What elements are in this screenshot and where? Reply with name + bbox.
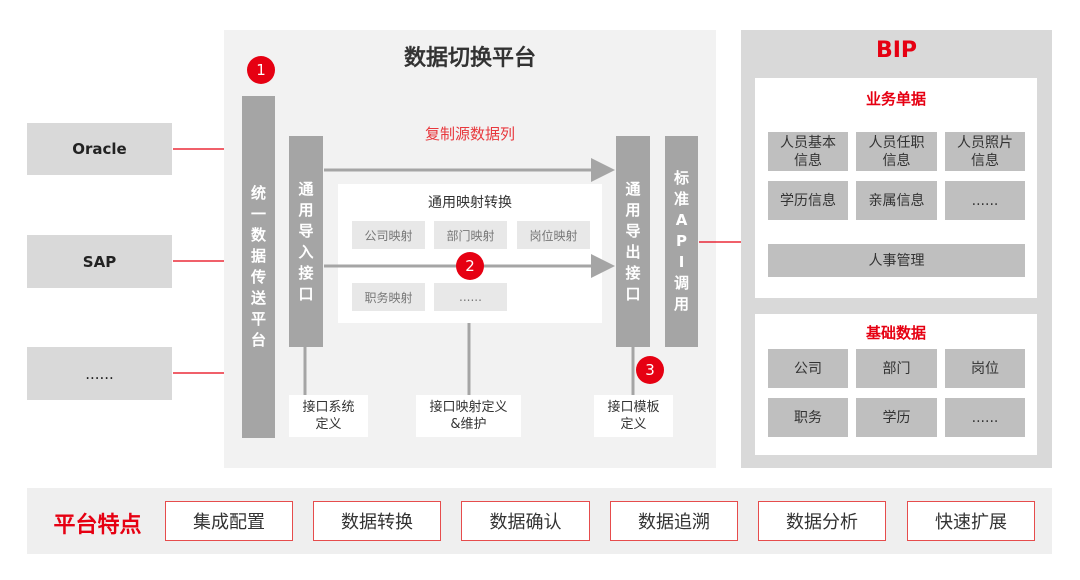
feature-item: 数据确认 bbox=[461, 501, 590, 541]
basic-cell: 岗位 bbox=[945, 349, 1025, 388]
import-interface-bar: 通用导入接口 bbox=[289, 136, 323, 347]
interface-system-definition: 接口系统 定义 bbox=[289, 395, 368, 437]
source-more: ...... bbox=[27, 347, 172, 400]
bip-title: BIP bbox=[875, 38, 918, 63]
mapping-cell: 岗位映射 bbox=[517, 221, 590, 249]
business-docs-title: 业务单据 bbox=[865, 90, 926, 108]
feature-item: 数据转换 bbox=[313, 501, 441, 541]
export-interface-bar: 通用导出接口 bbox=[616, 136, 650, 347]
platform-title: 数据切换平台 bbox=[403, 46, 536, 71]
business-cell: 学历信息 bbox=[768, 181, 848, 220]
basic-cell: 部门 bbox=[856, 349, 937, 388]
mapping-cell: 职务映射 bbox=[352, 283, 425, 311]
mapping-title: 通用映射转换 bbox=[428, 195, 512, 211]
basic-data-title: 基础数据 bbox=[865, 324, 926, 342]
step-1-marker: 1 bbox=[247, 56, 275, 84]
mapping-cell: 公司映射 bbox=[352, 221, 425, 249]
basic-cell: 学历 bbox=[856, 398, 937, 437]
basic-cell: 职务 bbox=[768, 398, 848, 437]
features-title: 平台特点 bbox=[53, 513, 142, 538]
business-cell: 人员照片 信息 bbox=[945, 132, 1025, 171]
source-sap: SAP bbox=[27, 235, 172, 288]
business-cell: ...... bbox=[945, 181, 1025, 220]
mapping-cell: ...... bbox=[434, 283, 507, 311]
basic-cell: ...... bbox=[945, 398, 1025, 437]
source-oracle: Oracle bbox=[27, 123, 172, 175]
feature-item: 数据追溯 bbox=[610, 501, 738, 541]
hr-management: 人事管理 bbox=[768, 244, 1025, 277]
api-call-bar: 标准API调用 bbox=[665, 136, 698, 347]
copy-source-label: 复制源数据列 bbox=[424, 125, 515, 143]
business-cell: 人员基本 信息 bbox=[768, 132, 848, 171]
business-cell: 人员任职 信息 bbox=[856, 132, 937, 171]
step-2-marker: 2 bbox=[456, 252, 484, 280]
interface-mapping-definition: 接口映射定义 &维护 bbox=[416, 395, 521, 437]
mapping-cell: 部门映射 bbox=[434, 221, 507, 249]
feature-item: 集成配置 bbox=[165, 501, 293, 541]
feature-item: 快速扩展 bbox=[907, 501, 1035, 541]
step-3-marker: 3 bbox=[636, 356, 664, 384]
feature-item: 数据分析 bbox=[758, 501, 886, 541]
unified-transfer-bar: 统一数据传送平台 bbox=[242, 96, 275, 438]
basic-cell: 公司 bbox=[768, 349, 848, 388]
business-cell: 亲属信息 bbox=[856, 181, 937, 220]
interface-template-definition: 接口模板 定义 bbox=[594, 395, 673, 437]
